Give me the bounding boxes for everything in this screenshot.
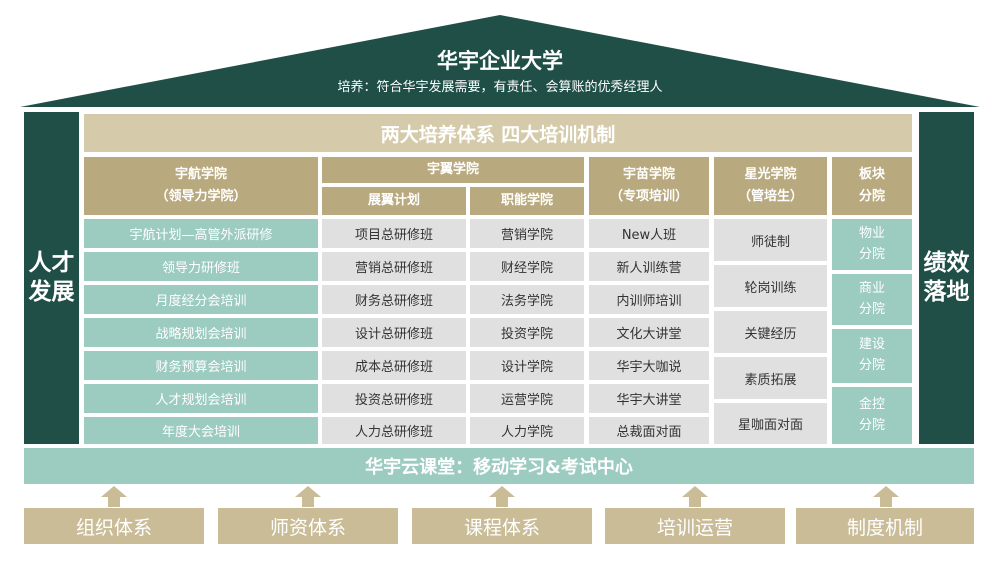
yumiao-header-name: 宇苗学院 bbox=[622, 166, 675, 182]
yumiao-header-note: （专项培训） bbox=[609, 189, 688, 204]
bankuai-header-line2: 分院 bbox=[858, 189, 885, 204]
xingguang-header-name: 星光学院 bbox=[744, 166, 797, 182]
zhanyi-item: 成本总研修班 bbox=[322, 351, 466, 380]
xingguang-item: 素质拓展 bbox=[714, 357, 827, 399]
xingguang-item: 轮岗训练 bbox=[714, 265, 827, 307]
arrow-up-icon bbox=[489, 486, 515, 508]
foundation-organization: 组织体系 bbox=[24, 508, 204, 544]
yumiao-item: 文化大讲堂 bbox=[589, 318, 709, 347]
bankuai-item-shangye: 商业 分院 bbox=[832, 274, 912, 325]
zhineng-item: 人力学院 bbox=[470, 417, 584, 444]
yumiao-item: 华宇大咖说 bbox=[589, 351, 709, 380]
roof-title: 华宇企业大学 bbox=[437, 49, 563, 73]
zhanyi-item: 营销总研修班 bbox=[322, 252, 466, 281]
roof-subtitle: 培养：符合华宇发展需要，有责任、会算账的优秀经理人 bbox=[337, 79, 663, 95]
arrow-up-icon bbox=[873, 486, 899, 508]
yuhang-header-name: 宇航学院 bbox=[174, 166, 227, 182]
zhineng-item: 投资学院 bbox=[470, 318, 584, 347]
bankuai-item-jinkong: 金控 分院 bbox=[832, 387, 912, 444]
zhanyi-header: 展翼计划 bbox=[322, 187, 466, 215]
yumiao-item: 内训师培训 bbox=[589, 285, 709, 314]
xingguang-item: 星咖面对面 bbox=[714, 403, 827, 444]
cloud-classroom-band: 华宇云课堂：移动学习&考试中心 bbox=[24, 448, 974, 484]
yuyi-header: 宇翼学院 bbox=[322, 157, 584, 183]
xingguang-item: 师徒制 bbox=[714, 219, 827, 261]
yumiao-item: 华宇大讲堂 bbox=[589, 384, 709, 413]
foundation-faculty: 师资体系 bbox=[218, 508, 398, 544]
arrow-up-icon bbox=[101, 486, 127, 508]
yumiao-header: 宇苗学院 （专项培训） bbox=[589, 157, 709, 215]
bankuai-item-jianshe: 建设 分院 bbox=[832, 329, 912, 383]
zhineng-item: 营销学院 bbox=[470, 219, 584, 248]
zhineng-item: 运营学院 bbox=[470, 384, 584, 413]
bankuai-item-line1: 金控 bbox=[858, 396, 885, 412]
bankuai-header-line1: 板块 bbox=[858, 166, 885, 182]
top-band: 两大培养体系 四大培训机制 bbox=[84, 114, 912, 152]
yuhang-item: 宇航计划—高管外派研修 bbox=[84, 219, 318, 248]
zhanyi-item: 投资总研修班 bbox=[322, 384, 466, 413]
yumiao-item: 总裁面对面 bbox=[589, 417, 709, 444]
yuhang-item: 战略规划会培训 bbox=[84, 318, 318, 347]
bankuai-item-line2: 分院 bbox=[858, 417, 885, 433]
zhineng-item: 法务学院 bbox=[470, 285, 584, 314]
yuhang-item: 人才规划会培训 bbox=[84, 384, 318, 413]
bankuai-header: 板块 分院 bbox=[832, 157, 912, 215]
roof bbox=[20, 15, 980, 107]
bankuai-item-line2: 分院 bbox=[858, 246, 885, 262]
xingguang-item: 关键经历 bbox=[714, 311, 827, 353]
yuhang-item: 领导力研修班 bbox=[84, 252, 318, 281]
zhanyi-item: 财务总研修班 bbox=[322, 285, 466, 314]
bankuai-item-line1: 商业 bbox=[858, 280, 885, 296]
bankuai-item-line1: 物业 bbox=[858, 225, 885, 241]
foundation-curriculum: 课程体系 bbox=[412, 508, 592, 544]
zhineng-header: 职能学院 bbox=[470, 187, 584, 215]
left-pillar-label: 人才发展 bbox=[28, 250, 75, 305]
left-pillar: 人才发展 bbox=[24, 112, 79, 444]
right-pillar: 绩效落地 bbox=[919, 112, 974, 444]
yumiao-item: New人班 bbox=[589, 219, 709, 248]
yuhang-item: 年度大会培训 bbox=[84, 417, 318, 444]
yumiao-item: 新人训练营 bbox=[589, 252, 709, 281]
zhineng-item: 设计学院 bbox=[470, 351, 584, 380]
zhanyi-item: 设计总研修班 bbox=[322, 318, 466, 347]
yuhang-item: 财务预算会培训 bbox=[84, 351, 318, 380]
foundation-mechanism: 制度机制 bbox=[796, 508, 974, 544]
yuhang-header: 宇航学院 （领导力学院） bbox=[84, 157, 318, 215]
arrow-up-icon bbox=[295, 486, 321, 508]
zhanyi-item: 人力总研修班 bbox=[322, 417, 466, 444]
zhanyi-item: 项目总研修班 bbox=[322, 219, 466, 248]
bankuai-item-line2: 分院 bbox=[858, 301, 885, 317]
xingguang-header-note: （管培生） bbox=[737, 189, 803, 204]
yuhang-item: 月度经分会培训 bbox=[84, 285, 318, 314]
bankuai-item-wuye: 物业 分院 bbox=[832, 219, 912, 270]
right-pillar-label: 绩效落地 bbox=[923, 250, 970, 305]
foundation-operations: 培训运营 bbox=[605, 508, 785, 544]
bankuai-item-line2: 分院 bbox=[858, 358, 885, 373]
bankuai-item-line1: 建设 bbox=[858, 337, 885, 353]
arrow-up-icon bbox=[682, 486, 708, 508]
zhineng-item: 财经学院 bbox=[470, 252, 584, 281]
xingguang-header: 星光学院 （管培生） bbox=[714, 157, 827, 215]
yuhang-header-note: （领导力学院） bbox=[155, 189, 247, 204]
